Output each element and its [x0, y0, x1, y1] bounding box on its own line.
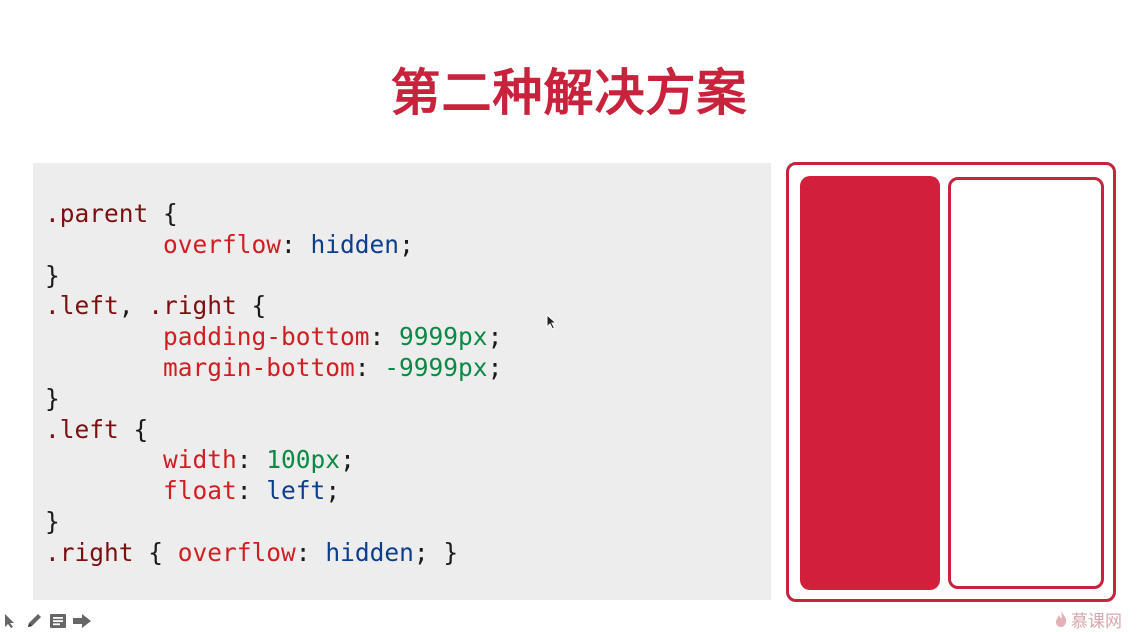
- code-token-punc: {: [118, 414, 149, 444]
- code-line: .left {: [45, 415, 502, 446]
- code-line: margin-bottom: -9999px;: [45, 353, 502, 384]
- code-token-punc: [45, 230, 163, 259]
- code-token-punc: }: [45, 383, 60, 413]
- code-line: }: [45, 384, 502, 415]
- code-token-punc: :: [236, 476, 267, 506]
- code-token-kw: hidden: [325, 537, 414, 567]
- code-token-sel: .left: [45, 291, 119, 321]
- code-line: overflow: hidden;: [45, 230, 502, 261]
- flame-icon: [1056, 611, 1067, 627]
- code-token-punc: ; }: [413, 537, 459, 567]
- code-token-prop: padding-bottom: [163, 322, 370, 352]
- code-token-prop: overflow: [177, 537, 296, 567]
- code-token-punc: {: [236, 291, 267, 321]
- code-token-prop: width: [163, 445, 237, 475]
- code-token-prop: margin-bottom: [163, 352, 355, 382]
- watermark: 慕课网: [1054, 608, 1122, 632]
- code-line: .left, .right {: [45, 291, 502, 322]
- mouse-cursor-icon: [546, 314, 558, 330]
- code-line: .right { overflow: hidden; }: [45, 538, 502, 569]
- code-token-punc: ;: [487, 352, 503, 382]
- pen-icon[interactable]: [24, 611, 44, 631]
- code-panel: .parent { overflow: hidden;}.left, .righ…: [33, 163, 771, 600]
- code-token-punc: ;: [325, 476, 341, 506]
- code-line: }: [45, 507, 502, 538]
- code-token-punc: :: [236, 445, 267, 475]
- slide-title: 第二种解决方案: [390, 64, 748, 122]
- code-token-punc: :: [369, 322, 400, 352]
- code-token-punc: {: [148, 199, 178, 228]
- pointer-icon[interactable]: [0, 611, 20, 631]
- code-token-num: -9999px: [384, 352, 488, 382]
- code-token-punc: ;: [487, 322, 503, 352]
- code-token-prop: float: [163, 476, 237, 506]
- slideshow-toolbar: [0, 610, 92, 632]
- code-token-punc: :: [295, 537, 326, 567]
- demo-right-column: [948, 177, 1104, 589]
- code-token-punc: :: [354, 352, 385, 382]
- code-block: .parent { overflow: hidden;}.left, .righ…: [45, 199, 502, 569]
- menu-icon[interactable]: [48, 611, 68, 631]
- code-token-punc: [45, 476, 163, 505]
- code-token-punc: {: [133, 537, 178, 567]
- code-token-punc: }: [45, 260, 60, 290]
- next-icon[interactable]: [72, 611, 92, 631]
- code-token-punc: [45, 445, 163, 474]
- code-token-kw: left: [266, 476, 326, 506]
- code-token-punc: :: [281, 229, 311, 259]
- code-token-punc: [45, 353, 163, 382]
- code-token-punc: ;: [399, 229, 414, 259]
- code-token-prop: overflow: [163, 229, 282, 259]
- code-line: padding-bottom: 9999px;: [45, 322, 502, 353]
- watermark-text: 慕课网: [1071, 611, 1122, 632]
- code-token-num: 100px: [266, 445, 341, 475]
- code-line: width: 100px;: [45, 445, 502, 476]
- code-line: }: [45, 261, 502, 292]
- code-token-sel: .right: [45, 537, 134, 567]
- code-line: .parent {: [45, 199, 502, 230]
- code-token-kw: hidden: [310, 229, 400, 259]
- demo-left-column: [800, 176, 940, 590]
- code-token-punc: [45, 322, 163, 351]
- code-token-punc: ,: [118, 291, 149, 321]
- code-token-num: 9999px: [399, 322, 488, 352]
- code-line: float: left;: [45, 476, 502, 507]
- code-token-punc: ;: [340, 445, 355, 475]
- code-token-punc: }: [45, 506, 60, 536]
- code-token-sel: .parent: [45, 199, 149, 228]
- code-token-sel: .right: [148, 291, 237, 321]
- code-token-sel: .left: [45, 414, 119, 444]
